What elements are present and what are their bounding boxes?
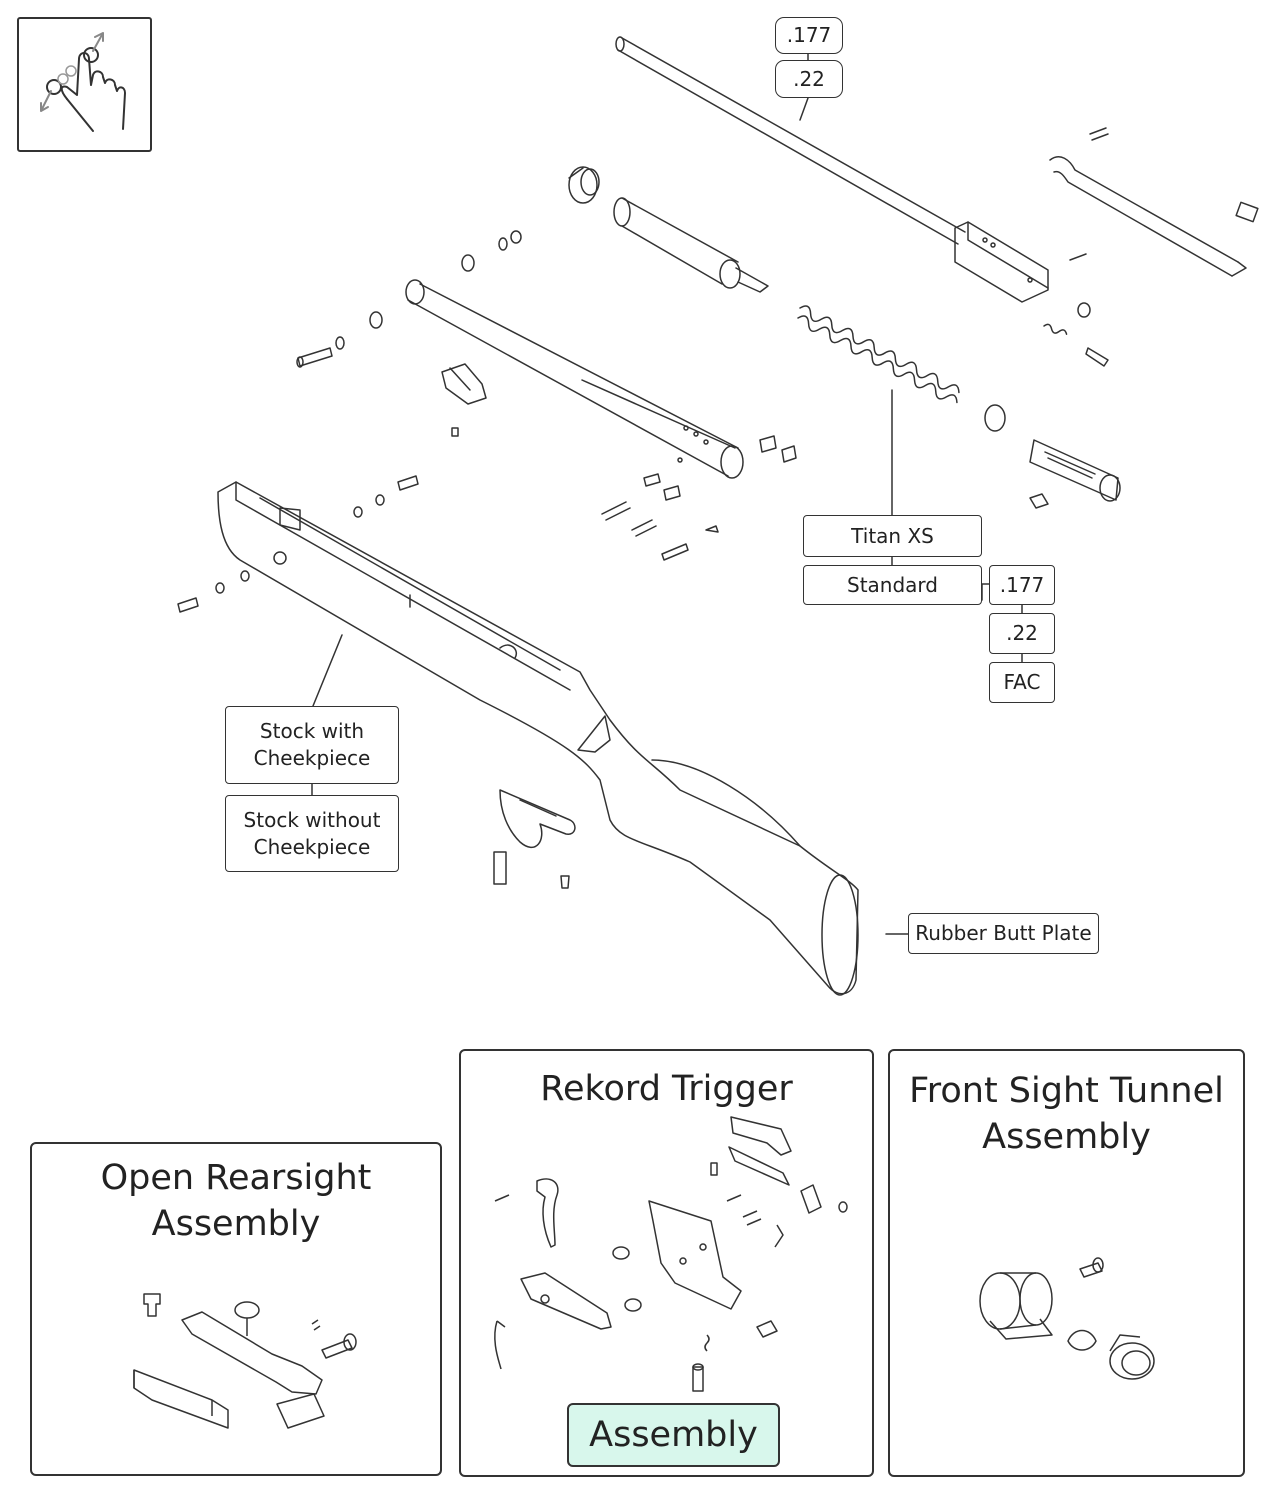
cocking-arm-part[interactable]	[1043, 127, 1259, 367]
stock-without-cheekpiece-label[interactable]: Stock without Cheekpiece	[225, 795, 399, 872]
rearsight-panel-title: Open Rearsight Assembly	[32, 1156, 440, 1247]
rekord-trigger-panel[interactable]: Rekord Trigger Assembly	[459, 1049, 874, 1477]
pinch-zoom-icon	[40, 32, 126, 132]
front-sight-title-line2: Assembly	[982, 1116, 1151, 1157]
spring-titan-xs-label[interactable]: Titan XS	[803, 515, 982, 557]
rearsight-title-line2: Assembly	[151, 1203, 321, 1244]
stock-with-cheekpiece-label[interactable]: Stock with Cheekpiece	[225, 706, 399, 784]
end-plug-part[interactable]	[1029, 439, 1121, 509]
mainspring-part[interactable]	[796, 304, 1006, 432]
front-sight-parts-drawing	[979, 1257, 1155, 1380]
front-sight-tunnel-panel[interactable]: Front Sight Tunnel Assembly	[888, 1049, 1245, 1477]
barrel-part[interactable]	[615, 36, 1049, 303]
pinch-zoom-hint[interactable]	[17, 17, 152, 152]
rearsight-title-line1: Open Rearsight	[100, 1158, 372, 1198]
rubber-butt-plate-label[interactable]: Rubber Butt Plate	[908, 913, 1099, 954]
front-sight-panel-title: Front Sight Tunnel Assembly	[890, 1069, 1243, 1160]
trigger-parts-drawing	[494, 1116, 848, 1392]
washers-screws-part[interactable]	[177, 230, 797, 613]
trigger-block-part[interactable]	[441, 363, 487, 437]
barrel-leader-line	[799, 97, 809, 121]
trigger-panel-title: Rekord Trigger	[540, 1069, 793, 1109]
spring-caliber-fac-label[interactable]: FAC	[989, 662, 1055, 703]
rearsight-parts-drawing	[133, 1293, 357, 1429]
spring-caliber-22-label[interactable]: .22	[989, 613, 1055, 654]
open-rearsight-panel[interactable]: Open Rearsight Assembly	[30, 1142, 442, 1476]
trigger-assembly-button[interactable]: Assembly	[567, 1403, 780, 1467]
piston-part[interactable]	[613, 197, 769, 293]
front-sight-title-line1: Front Sight Tunnel	[909, 1071, 1224, 1111]
spring-standard-label[interactable]: Standard	[803, 565, 982, 605]
stock-leader-line	[312, 634, 343, 707]
spring-caliber-connector	[981, 583, 991, 601]
breech-ring-part[interactable]	[568, 166, 600, 204]
stock-part[interactable]	[217, 481, 859, 996]
barrel-caliber-22-label[interactable]: .22	[775, 60, 843, 98]
spring-caliber-177-label[interactable]: .177	[989, 565, 1055, 605]
barrel-caliber-177-label[interactable]: .177	[775, 17, 843, 54]
compression-tube-part[interactable]	[405, 279, 744, 479]
trigger-guard-part[interactable]	[493, 789, 576, 889]
